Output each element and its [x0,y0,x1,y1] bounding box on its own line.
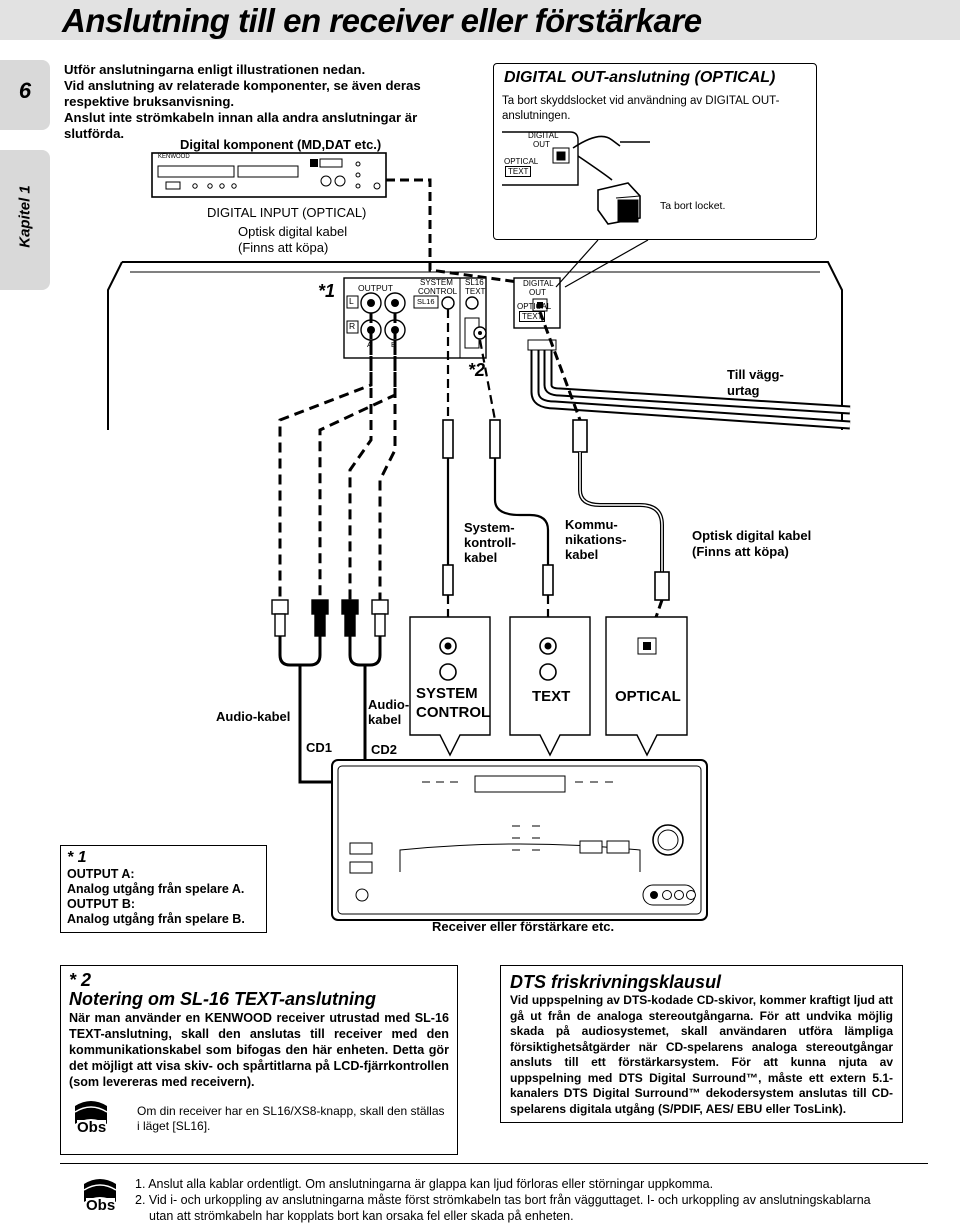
inset-text-badge: TEXT [505,166,532,177]
footer-line: 1. Anslut alla kablar ordentligt. Om ans… [135,1177,714,1191]
audio-cable-left-label: Audio-kabel [216,709,291,724]
right-channel-label: R [349,321,356,331]
title-bar [0,0,960,40]
note-2-box: * 2 Notering om SL-16 TEXT-anslutning Nä… [60,965,458,1155]
digital-out-text-line2: anslutningen. [502,110,571,122]
output-label: OUTPUT [358,283,393,293]
control-label: CONTROL [418,287,458,296]
optical-cable-2-note: (Finns att köpa) [692,544,789,559]
marker-1: *1 [318,281,336,301]
intro-line: slutförda. [64,126,125,141]
optical-cable-2 [538,311,670,641]
receiver-label: Receiver eller förstärkare etc. [432,919,615,934]
system-cable-label-2: kontroll- [464,535,516,550]
marker-2: *2 [468,360,486,380]
footer-line: 2. Vid i- och urkoppling av anslutningar… [135,1193,871,1207]
wall-outlet-label-1: Till vägg- [727,367,784,382]
dts-box: DTS friskrivningsklausul Vid uppspelning… [500,965,903,1123]
rear-panel-device [107,261,851,430]
cd1-label: CD1 [306,740,333,755]
footer-line: utan att strömkabeln har kopplats bort k… [149,1209,574,1223]
panel-text-badge: TEXT [519,311,546,322]
note-1-line: Analog utgång från spelare A. [67,882,245,896]
left-channel-label: L [349,296,354,306]
optical-cable-2-label: Optisk digital kabel [692,528,812,543]
comm-cable-label-2: nikations- [565,532,627,547]
page-number-tab: 6 [0,60,50,130]
comm-cable-label-3: kabel [565,547,599,562]
panel-out-label: OUT [529,288,546,297]
inset-optical-label: OPTICAL [504,157,539,166]
inset-digital-label: DIGITAL [528,131,559,140]
intro-line: Utför anslutningarna enligt illustration… [64,62,366,77]
receiver-jack-panels [409,616,688,757]
audio-cable-right-label-2: kabel [368,712,402,727]
sl16-label: SL16 [465,278,484,287]
obs-icon: Obs [71,1094,117,1140]
jack-system-label-2: CONTROL [416,704,491,721]
jack-optical-label: OPTICAL [615,688,681,705]
sl16-badge: SL16 [417,297,435,306]
page-number: 6 [18,78,32,103]
output-b-label: B [391,340,397,349]
panel-digital-label: DIGITAL [523,279,554,288]
note-1-line: OUTPUT A: [67,867,135,881]
remove-cap-label: Ta bort locket. [660,200,726,212]
system-cable-label-1: System- [464,520,515,535]
kenwood-logo: KENWOOD [158,154,190,160]
system-label: SYSTEM [420,278,453,287]
digital-component-device [151,152,387,198]
panel-optical-label: OPTICAL [517,302,552,311]
note-1-line: Analog utgång från spelare B. [67,912,245,926]
wall-outlet-label-2: urtag [727,383,760,398]
obs-text: Om din receiver har en SL16/XS8-knapp, s… [137,1104,445,1133]
digital-input-label: DIGITAL INPUT (OPTICAL) [207,205,367,220]
digital-out-inset-drawing [502,131,650,225]
digital-out-text-line1: Ta bort skyddslocket vid användning av D… [502,95,780,107]
system-control-cable [442,309,454,648]
connection-diagram [107,131,851,921]
communication-cable [478,339,554,648]
audio-cable-right-label-1: Audio- [368,697,410,712]
note-1-line: OUTPUT B: [67,897,136,911]
cd2-label: CD2 [371,742,398,757]
receiver-device [331,759,708,921]
system-cable-label-3: kabel [464,550,498,565]
intro-line: Vid anslutning av relaterade komponenter… [64,78,421,93]
footer-box [60,1163,928,1222]
optical-cable-label: Optisk digital kabel [238,224,348,239]
page-title: Anslutning till en receiver eller förstä… [62,2,702,39]
rca-plugs [271,599,389,784]
intro-line: respektive bruksanvisning. [64,94,235,109]
chapter-tab: Kapitel 1 [0,150,50,290]
obs-icon-text: Obs [86,1197,116,1214]
audio-cables [278,313,397,600]
obs-icon: Obs [80,1172,126,1218]
note-2-text: När man använder en KENWOOD receiver utr… [69,1011,449,1089]
digital-out-box [493,63,817,240]
digital-component-label: Digital komponent (MD,DAT etc.) [180,137,382,152]
sl16-text-label: TEXT [465,287,486,296]
jack-text-label: TEXT [532,688,571,705]
intro-line: Anslut inte strömkabeln innan alla andra… [64,110,418,125]
note-1-title: * 1 [67,849,87,866]
dts-text: Vid uppspelning av DTS-kodade CD-skivor,… [510,993,893,1116]
note-2-title: Notering om SL-16 TEXT-anslutning [69,989,377,1009]
note-1-box: * 1 OUTPUT A: Analog utgång från spelare… [60,845,267,933]
obs-icon-text: Obs [77,1119,107,1136]
optical-cable-note: (Finns att köpa) [238,240,329,255]
note-2-star: * 2 [69,970,92,990]
inset-out-label: OUT [533,140,550,149]
dts-title: DTS friskrivningsklausul [510,972,722,992]
jack-system-label-1: SYSTEM [416,685,478,702]
intro-text: Utför anslutningarna enligt illustration… [64,62,462,142]
output-a-label: A [367,340,373,349]
comm-cable-label-1: Kommu- [565,517,618,532]
digital-out-title: DIGITAL OUT-anslutning (OPTICAL) [504,69,776,86]
